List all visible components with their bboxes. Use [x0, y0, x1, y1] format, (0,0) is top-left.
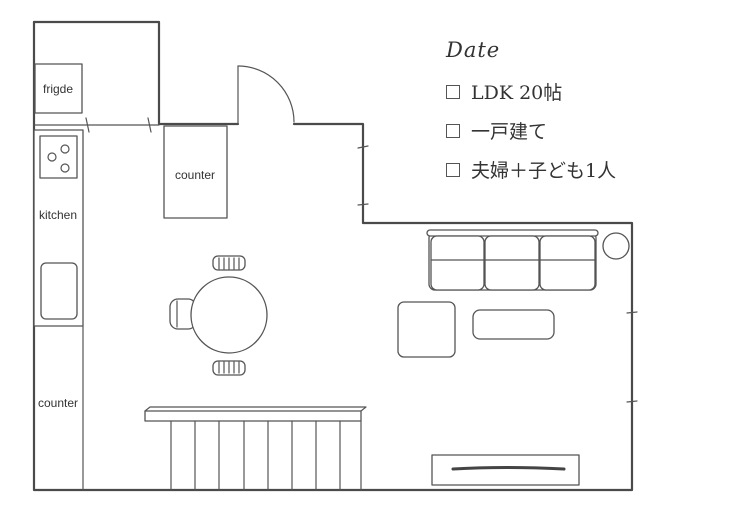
counter-top-label: counter	[175, 168, 215, 182]
checklist-item-label: 一戸建て	[471, 121, 548, 143]
kitchen-unit	[33, 129, 84, 491]
entry-door[interactable]	[237, 65, 295, 125]
fridge-label: frigde	[43, 82, 73, 96]
dining-set	[169, 255, 268, 376]
sofa	[426, 229, 599, 291]
checklist-item[interactable]: 一戸建て	[446, 111, 616, 150]
checklist-item[interactable]: 夫婦＋子ども1人	[446, 150, 616, 189]
exterior-walls	[32, 20, 634, 492]
counter-top	[163, 125, 228, 219]
checklist: Date LDK 20帖 一戸建て 夫婦＋子ども1人	[446, 38, 616, 189]
tv-board	[431, 454, 580, 486]
checklist-item-label: 夫婦＋子ども1人	[471, 160, 617, 182]
ottoman	[397, 301, 456, 358]
checklist-item[interactable]: LDK 20帖	[446, 72, 616, 111]
chair-top	[212, 255, 246, 271]
checkbox[interactable]	[446, 84, 460, 99]
stove	[39, 135, 78, 179]
kitchen-label: kitchen	[39, 208, 77, 222]
checklist-title: Date	[446, 38, 501, 62]
coffee-table	[472, 309, 555, 340]
side-lamp	[602, 232, 630, 260]
counter-left-label: counter	[38, 396, 78, 410]
chair-bottom	[212, 360, 246, 376]
window-marks	[85, 117, 638, 403]
checkbox[interactable]	[446, 162, 460, 177]
tv	[451, 466, 566, 471]
checkbox[interactable]	[446, 123, 460, 138]
sink	[40, 262, 78, 320]
chair-left	[169, 298, 197, 330]
bar-counter	[144, 406, 367, 491]
dining-table	[190, 276, 268, 354]
checklist-item-label: LDK 20帖	[471, 82, 563, 104]
fridge	[34, 63, 83, 114]
